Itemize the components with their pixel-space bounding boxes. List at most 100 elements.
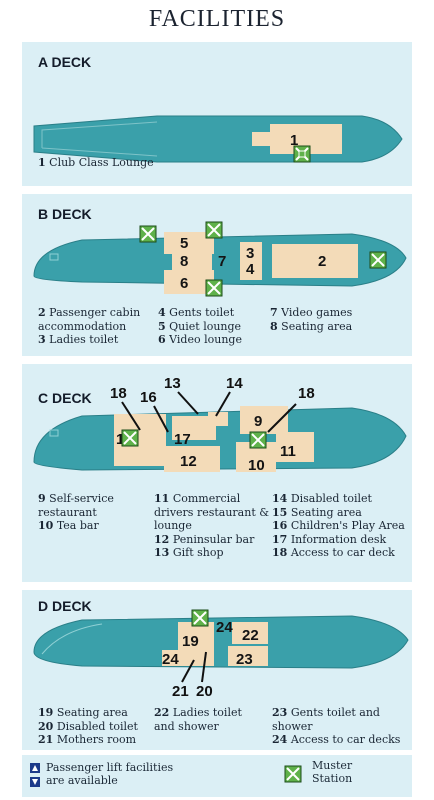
legend-b-col1: 2 Passenger cabin accommodation 3 Ladies… xyxy=(38,306,156,347)
map-label-9: 9 xyxy=(254,413,262,430)
deck-title-c: C DECK xyxy=(38,390,92,406)
callout-14: 14 xyxy=(226,375,243,392)
callout-13: 13 xyxy=(164,375,181,392)
map-label-19: 19 xyxy=(182,633,199,650)
deck-title-b: B DECK xyxy=(38,206,92,222)
legend-num: 12 xyxy=(154,532,170,546)
legend-num: 20 xyxy=(38,719,54,733)
legend-text: Information desk xyxy=(290,532,387,546)
muster-station-icon xyxy=(205,221,223,239)
page-title: FACILITIES xyxy=(148,6,286,32)
legend-num: 14 xyxy=(272,492,288,505)
map-label-1: 1 xyxy=(290,132,298,149)
legend-num: 22 xyxy=(154,706,170,719)
legend-text: Seating area xyxy=(56,706,128,719)
drivers-restaurant xyxy=(276,432,314,462)
deck-d-map: 24 22 19 24 23 21 20 xyxy=(33,609,409,700)
legend-num: 15 xyxy=(272,505,288,519)
map-label-10: 10 xyxy=(248,457,265,474)
lift-icon xyxy=(30,763,40,787)
legend-text: Mothers room xyxy=(56,733,137,746)
gents-toilet-d xyxy=(228,646,268,666)
callout-16: 16 xyxy=(140,389,157,406)
deck-title-d: D DECK xyxy=(38,598,92,614)
map-label-6: 6 xyxy=(180,275,188,292)
legend-text: Quiet lounge xyxy=(169,319,242,333)
legend-d-col3: 23 Gents toilet and shower 24 Access to … xyxy=(272,706,408,747)
deck-panel-a: A DECK 1 1 Club Class Lounge xyxy=(22,42,412,186)
cabins-area xyxy=(272,244,358,278)
legend-text: Ladies toilet xyxy=(49,333,119,346)
legend-text: Ladies toilet and shower xyxy=(154,706,242,733)
map-label-22: 22 xyxy=(242,627,259,644)
peninsular-bar xyxy=(164,446,220,472)
gift-shop xyxy=(208,412,228,426)
muster-station-icon xyxy=(284,765,302,783)
legend-num: 7 xyxy=(270,306,278,319)
legend-num: 1 xyxy=(38,156,46,169)
map-label-7: 7 xyxy=(218,253,226,270)
legend-text: Peninsular bar xyxy=(172,532,255,546)
legend-text: Disabled toilet xyxy=(290,492,372,505)
legend-text: Access to car deck xyxy=(290,546,395,559)
legend-text: Seating area xyxy=(290,505,362,519)
map-label-17: 17 xyxy=(174,431,191,448)
muster-caption: Muster Station xyxy=(312,759,353,785)
legend-num: 5 xyxy=(158,319,166,333)
legend-text: Self-service restaurant xyxy=(38,492,114,519)
seating-area-b xyxy=(172,252,212,270)
map-label-23: 23 xyxy=(236,651,253,668)
legend-text: Commercial drivers restaurant & lounge xyxy=(154,492,270,532)
legend-num: 9 xyxy=(38,492,46,505)
key-panel: Passenger lift facilities are available … xyxy=(22,755,412,797)
legend-a: 1 Club Class Lounge xyxy=(38,156,154,170)
legend-num: 23 xyxy=(272,706,288,719)
muster-station-icon xyxy=(205,279,223,297)
ship-hull-d xyxy=(33,615,409,669)
deck-c-map: 15 17 12 9 10 11 18 16 13 14 18 xyxy=(33,375,407,474)
legend-num: 10 xyxy=(38,519,54,532)
legend-text: Club Class Lounge xyxy=(49,156,154,169)
legend-num: 18 xyxy=(272,546,288,559)
map-label-2: 2 xyxy=(318,253,326,270)
deck-panel-b: B DECK 5 8 7 6 3 4 2 2 Passenger cabin a… xyxy=(22,194,412,356)
legend-num: 13 xyxy=(154,546,170,559)
legend-num: 24 xyxy=(272,733,288,746)
deck-panel-d: D DECK 24 22 19 24 23 21 20 19 Seating a… xyxy=(22,590,412,750)
legend-text: Disabled toilet xyxy=(56,719,138,733)
deck-a-map: 1 xyxy=(33,115,403,163)
legend-num: 8 xyxy=(270,319,278,333)
legend-text: Gents toilet xyxy=(169,306,235,319)
callout-18-left: 18 xyxy=(110,385,127,402)
legend-d-col2: 22 Ladies toilet and shower xyxy=(154,706,266,733)
muster-station-icon xyxy=(249,431,267,449)
map-label-24-top: 24 xyxy=(216,619,233,636)
callout-18-right: 18 xyxy=(298,385,315,402)
deck-b-map: 5 8 7 6 3 4 2 xyxy=(33,221,407,297)
legend-num: 21 xyxy=(38,733,54,746)
legend-text: Video games xyxy=(281,306,353,319)
legend-num: 6 xyxy=(158,333,166,346)
legend-text: Children's Play Area xyxy=(290,519,405,532)
callout-21: 21 xyxy=(172,683,189,700)
map-label-12: 12 xyxy=(180,453,197,470)
map-label-4: 4 xyxy=(246,261,255,278)
legend-text: Seating area xyxy=(281,319,353,333)
legend-text: Video lounge xyxy=(169,333,242,346)
toilets-area xyxy=(240,242,262,280)
map-label-11: 11 xyxy=(280,443,296,460)
muster-station-icon xyxy=(369,251,387,269)
deck-panel-c: C DECK 15 17 12 9 10 11 18 16 13 14 18 9… xyxy=(22,364,412,582)
quiet-lounge-area xyxy=(164,232,214,254)
legend-num: 16 xyxy=(272,519,288,532)
map-label-5: 5 xyxy=(180,235,188,252)
legend-text: Gents toilet and shower xyxy=(272,706,380,733)
legend-text: Gift shop xyxy=(172,546,224,559)
legend-c-col3: 14 Disabled toilet 15 Seating area 16 Ch… xyxy=(272,492,410,560)
legend-num: 4 xyxy=(158,306,166,319)
muster-station-icon xyxy=(293,145,311,163)
deck-title-a: A DECK xyxy=(38,54,92,70)
legend-b-col2: 4 Gents toilet 5 Quiet lounge 6 Video lo… xyxy=(158,306,242,347)
muster-station-icon xyxy=(139,225,157,243)
map-label-8: 8 xyxy=(180,253,188,270)
